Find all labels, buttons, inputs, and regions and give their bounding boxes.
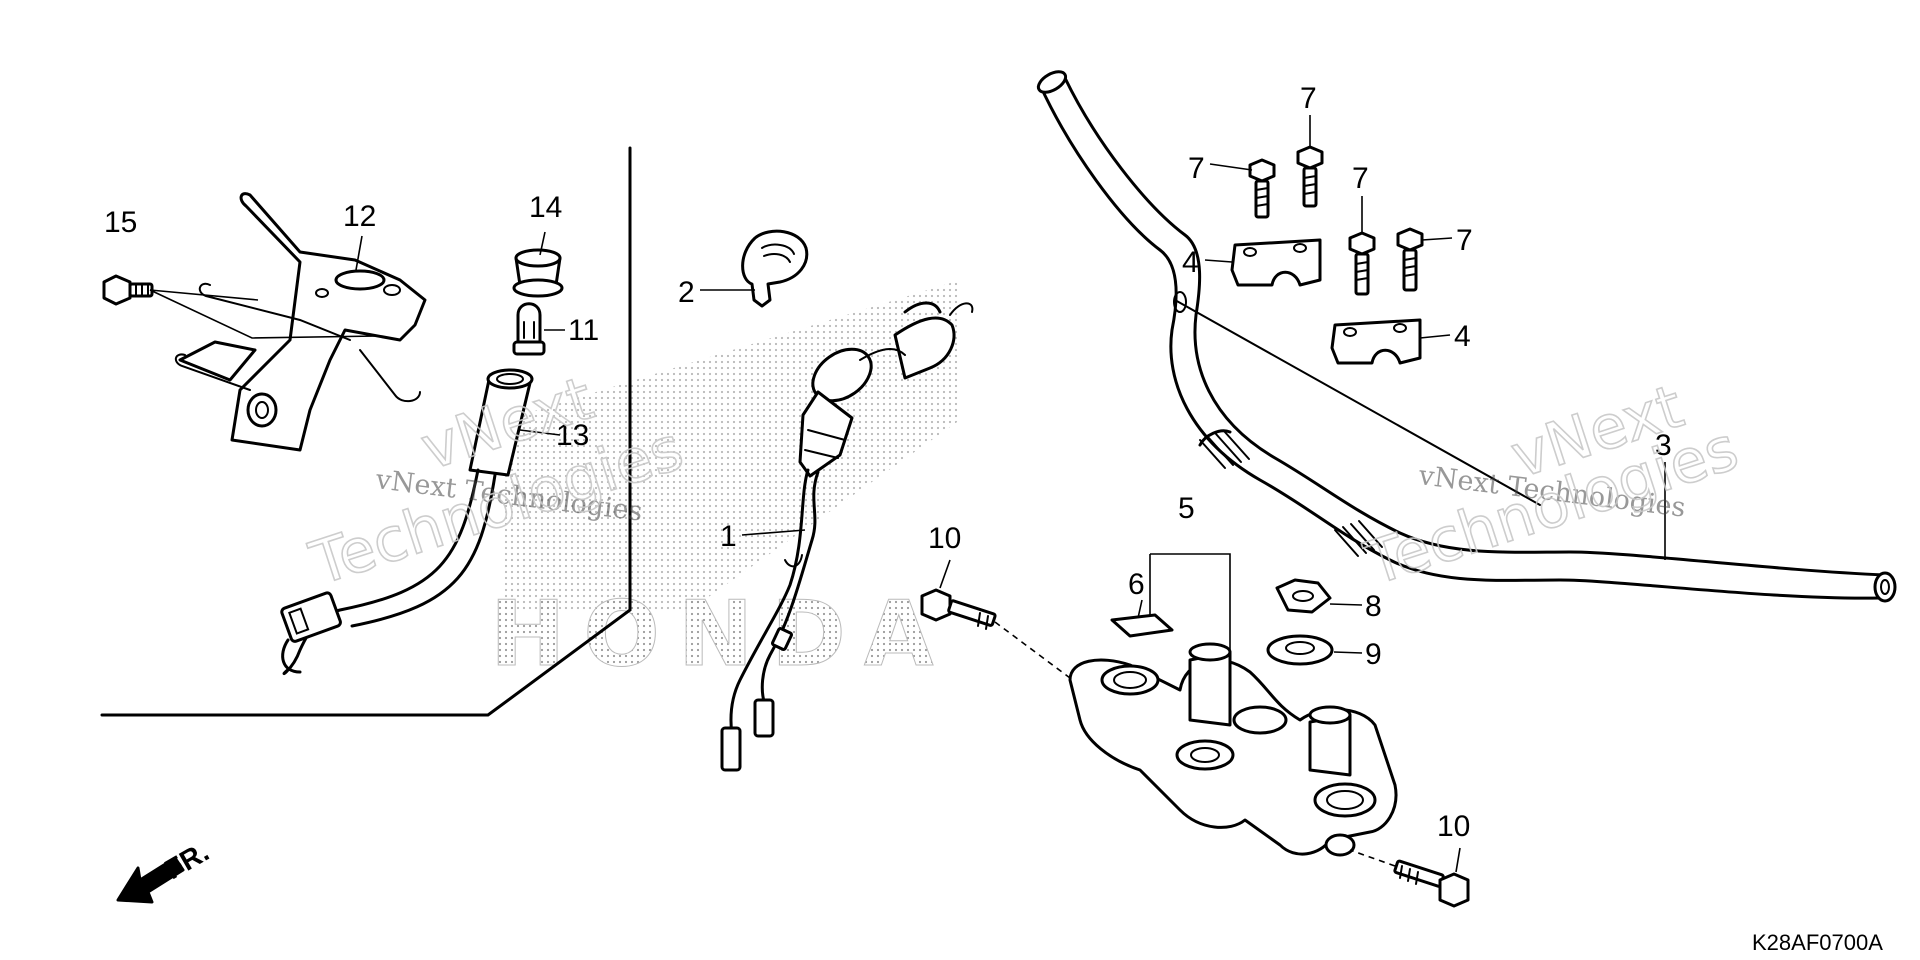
bulb-11 bbox=[512, 302, 546, 356]
leader-lines bbox=[149, 115, 1666, 873]
bridge-bolt-10b bbox=[1349, 849, 1470, 908]
callout-4b: 4 bbox=[1454, 320, 1471, 353]
callout-7c: 7 bbox=[1352, 162, 1369, 195]
knurl-right bbox=[1334, 520, 1383, 557]
ignition-switch-1 bbox=[720, 301, 974, 772]
knurl-left bbox=[1198, 429, 1250, 469]
callout-13: 13 bbox=[556, 419, 589, 452]
top-bridge-5 bbox=[1068, 642, 1398, 857]
callout-7d: 7 bbox=[1456, 224, 1473, 257]
callout-14: 14 bbox=[529, 191, 562, 224]
socket-13 bbox=[280, 368, 534, 675]
diagram-code: K28AF0700A bbox=[1752, 930, 1883, 955]
callout-12: 12 bbox=[343, 200, 376, 233]
bridge-bolt-10a bbox=[920, 588, 1071, 679]
holder-bolt-7a bbox=[1248, 158, 1276, 219]
holder-bolt-7d bbox=[1396, 227, 1424, 292]
upper-holder-4b bbox=[1330, 318, 1422, 365]
ignition-key-2 bbox=[741, 229, 809, 308]
callout-8: 8 bbox=[1365, 590, 1382, 623]
callout-5: 5 bbox=[1178, 492, 1195, 525]
callout-7b: 7 bbox=[1300, 82, 1317, 115]
grommet-14 bbox=[512, 248, 564, 298]
callout-9: 9 bbox=[1365, 638, 1382, 671]
brand-watermark-text: HONDA bbox=[490, 582, 952, 687]
front-arrow-icon bbox=[116, 856, 185, 904]
holder-bolt-7b bbox=[1296, 145, 1324, 208]
callout-1: 1 bbox=[720, 520, 737, 553]
meter-bracket bbox=[174, 192, 427, 452]
callout-4a: 4 bbox=[1182, 246, 1199, 279]
callout-15: 15 bbox=[104, 206, 137, 239]
callout-3: 3 bbox=[1655, 429, 1672, 462]
watermark-right: vNext Technologies vNext Technologies bbox=[1356, 371, 1747, 601]
callout-10b: 10 bbox=[1437, 810, 1470, 843]
callout-2: 2 bbox=[678, 276, 695, 309]
callout-6: 6 bbox=[1128, 568, 1145, 601]
nut-8 bbox=[1275, 578, 1332, 614]
callout-7a: 7 bbox=[1188, 152, 1205, 185]
callout-10a: 10 bbox=[928, 522, 961, 555]
plate-6 bbox=[1110, 613, 1174, 638]
upper-holder-4a bbox=[1230, 238, 1322, 287]
callout-11: 11 bbox=[568, 314, 599, 347]
handlebar-3 bbox=[1036, 70, 1897, 603]
front-direction-marker: FR. bbox=[116, 836, 214, 904]
washer-9 bbox=[1266, 634, 1334, 666]
holder-bolt-7c bbox=[1348, 231, 1376, 296]
bolt-15 bbox=[102, 274, 154, 306]
inset-frame bbox=[100, 146, 632, 717]
